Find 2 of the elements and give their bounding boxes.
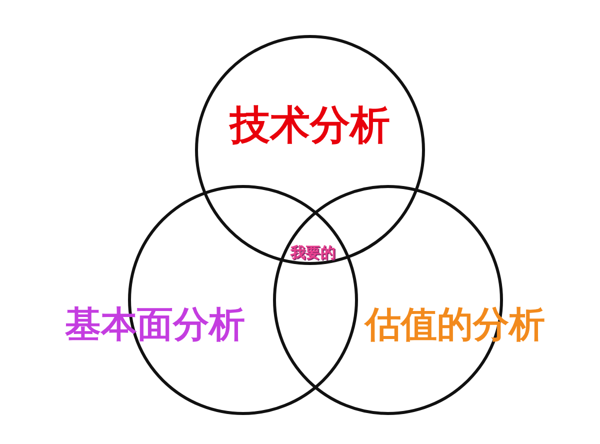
overlap-label: 我要的	[290, 244, 336, 262]
set-label: 技术分析	[230, 102, 390, 150]
